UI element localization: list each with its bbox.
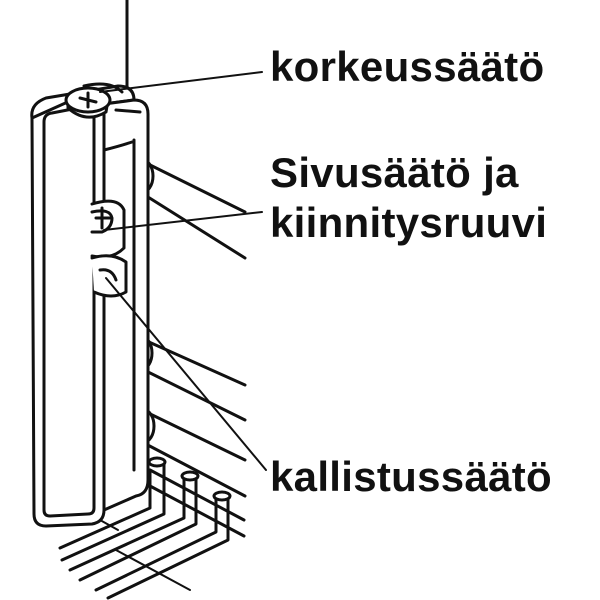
label-side-line2: kiinnitysruuvi [270, 199, 548, 246]
height-screw [64, 82, 124, 119]
leader-tilt [105, 277, 267, 471]
label-side-line1: Sivusäätö ja [270, 149, 519, 196]
label-side-adjustment: Sivusäätö ja kiinnitysruuvi [270, 148, 547, 248]
label-height-adjustment: korkeussäätö [270, 43, 545, 90]
base-rails [58, 456, 246, 600]
label-tilt-adjustment: kallistussäätö [270, 453, 552, 500]
leader-side [103, 211, 263, 231]
leader-height [99, 71, 263, 93]
